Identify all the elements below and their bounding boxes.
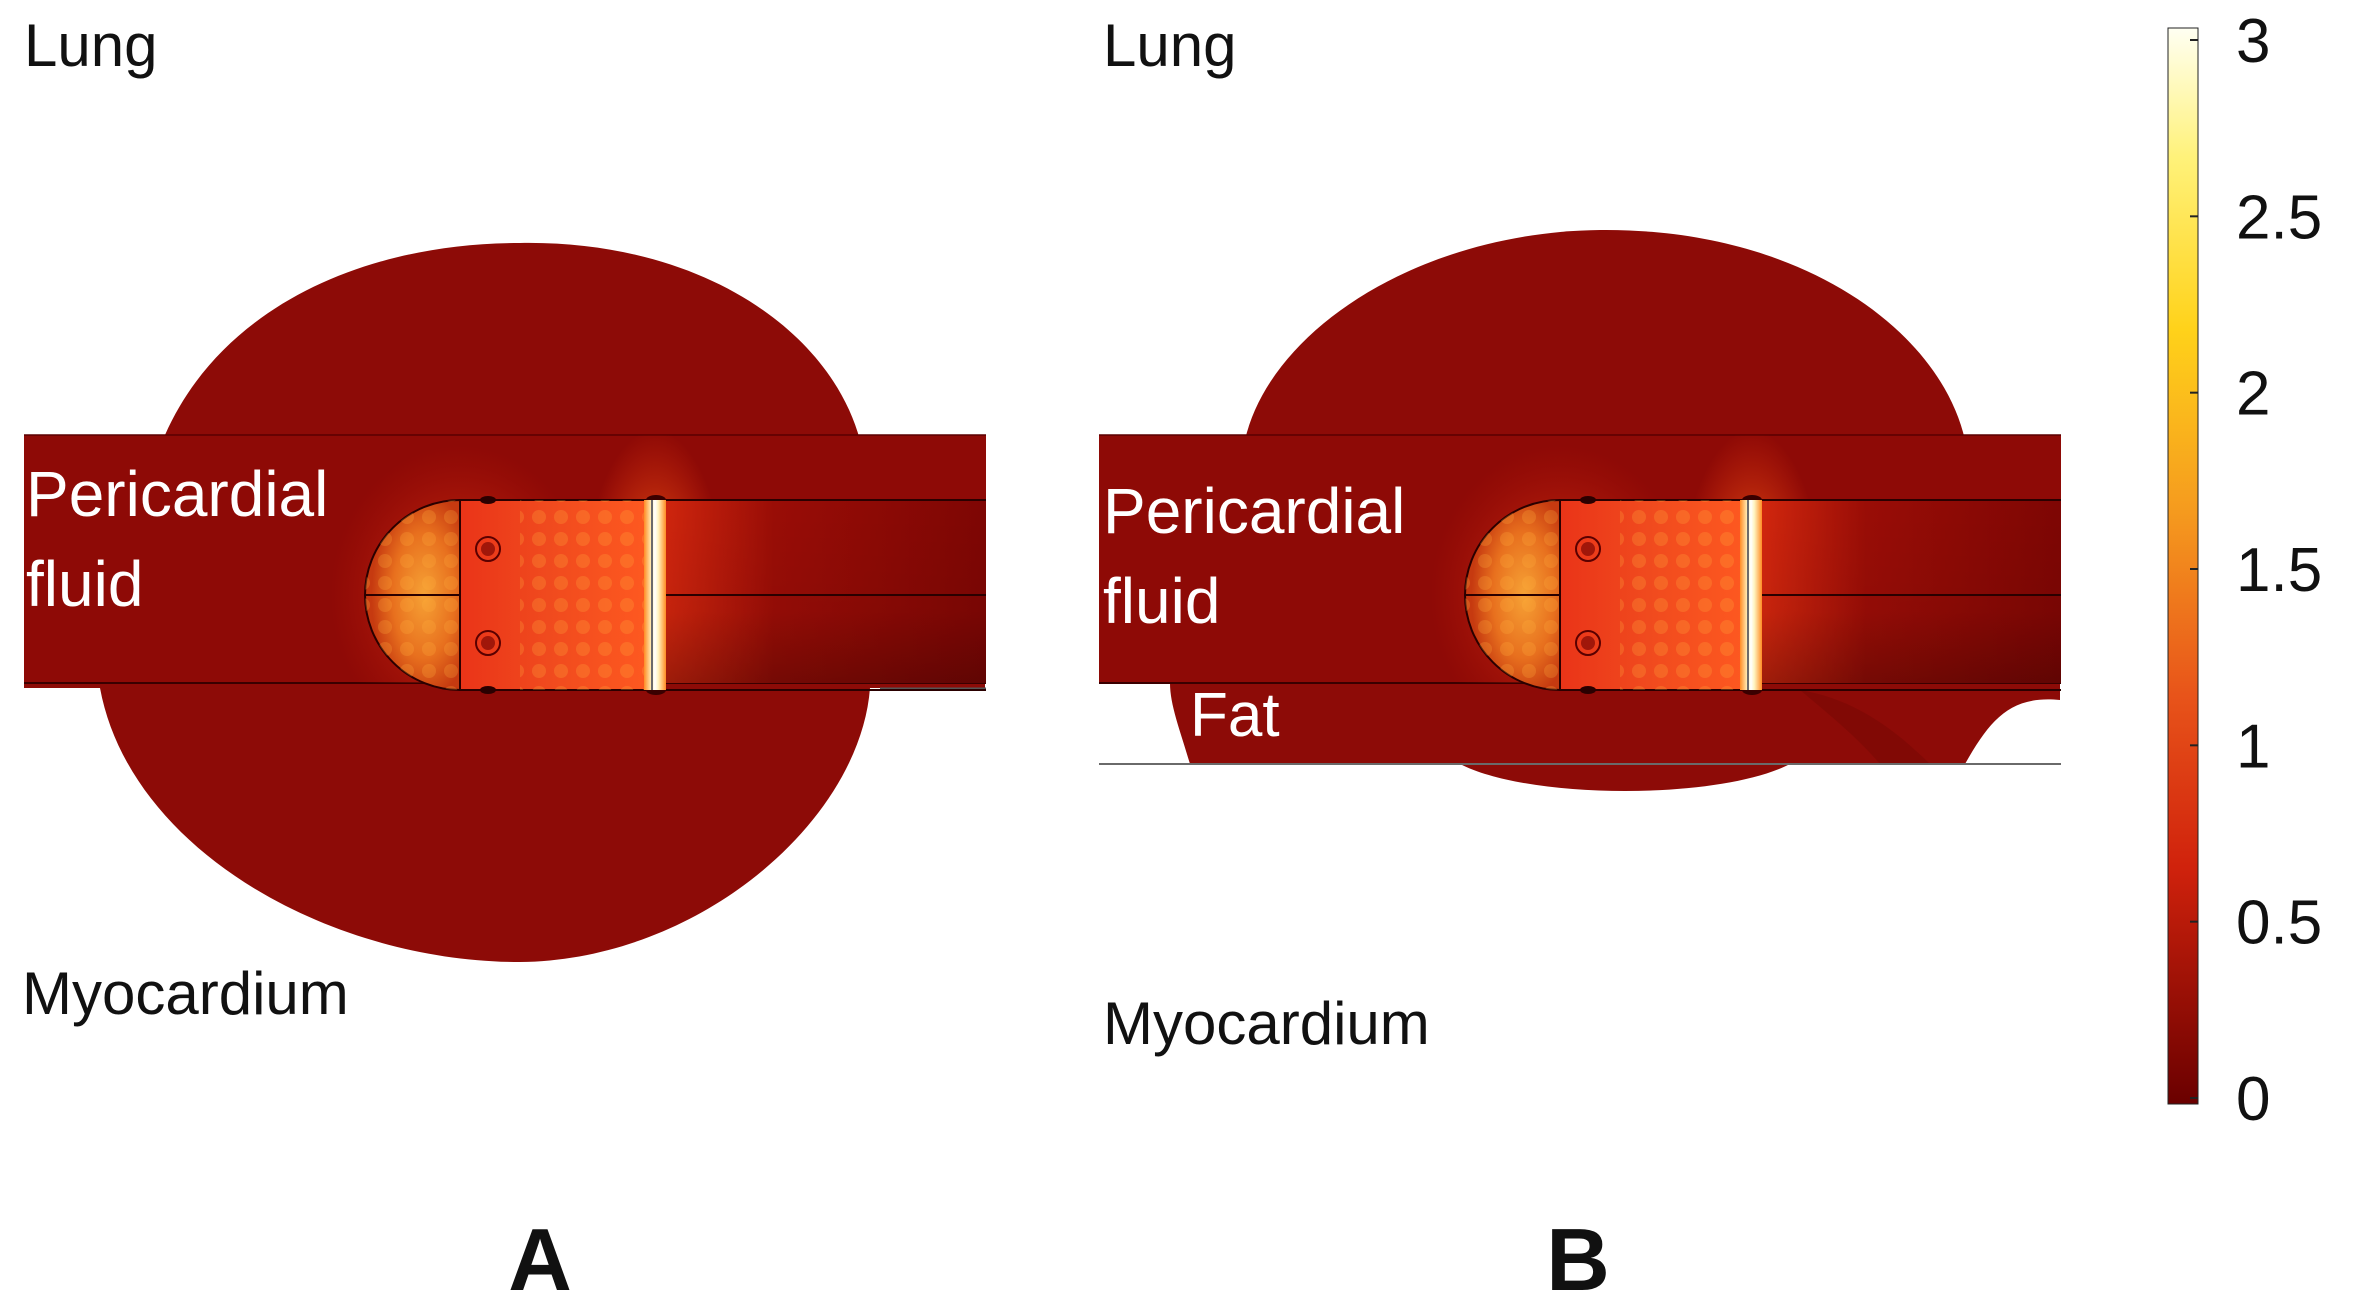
panel-a: Lung Pericardial fluid Myocardium A	[22, 12, 986, 1309]
panel-b-lung-label: Lung	[1103, 12, 1236, 79]
panel-a-letter: A	[508, 1210, 572, 1309]
panel-b-tissue-region-lower	[1170, 683, 2060, 791]
panel-b-fat-label: Fat	[1190, 681, 1280, 750]
colorbar-tick-label: 2	[2236, 360, 2270, 429]
colorbar-ticks: 3 2.5 2 1.5 1 0.5 0	[2190, 7, 2322, 1134]
panel-b-sensor-dot-lower	[1575, 630, 1601, 656]
panel-a-myocardium-label: Myocardium	[22, 960, 349, 1027]
panel-a-sensor-dot-upper	[475, 536, 501, 562]
panel-b-myocardium-label: Myocardium	[1103, 990, 1430, 1057]
colorbar: 3 2.5 2 1.5 1 0.5 0	[2167, 7, 2322, 1134]
colorbar-tick-label: 2.5	[2236, 183, 2322, 252]
panel-b-ring-electrode	[1740, 500, 1762, 690]
panel-b-pericardial-label-line1: Pericardial	[1103, 475, 1405, 547]
panel-b-sensor-dot-upper	[1575, 536, 1601, 562]
panel-b-letter: B	[1546, 1210, 1610, 1309]
colorbar-tick-label: 1.5	[2236, 536, 2322, 605]
panel-b-tissue-region-upper	[1245, 229, 1965, 440]
panel-a-pericardial-label-line1: Pericardial	[26, 458, 328, 530]
panel-a-sensor-dot-lower	[475, 630, 501, 656]
colorbar-tick-label: 0.5	[2236, 889, 2322, 958]
panel-a-ring-electrode	[644, 500, 666, 690]
panel-b: Lung Pericardial fluid Fat Myocardium B	[1099, 12, 2061, 1309]
panel-b-pericardial-label-line2: fluid	[1103, 565, 1220, 637]
colorbar-gradient	[2167, 27, 2199, 1105]
panel-a-lung-label: Lung	[24, 12, 157, 79]
panel-a-pericardial-label-line2: fluid	[26, 548, 143, 620]
colorbar-tick-label: 0	[2236, 1065, 2270, 1134]
colorbar-tick-label: 1	[2236, 712, 2270, 781]
colorbar-tick-label: 3	[2236, 7, 2270, 76]
